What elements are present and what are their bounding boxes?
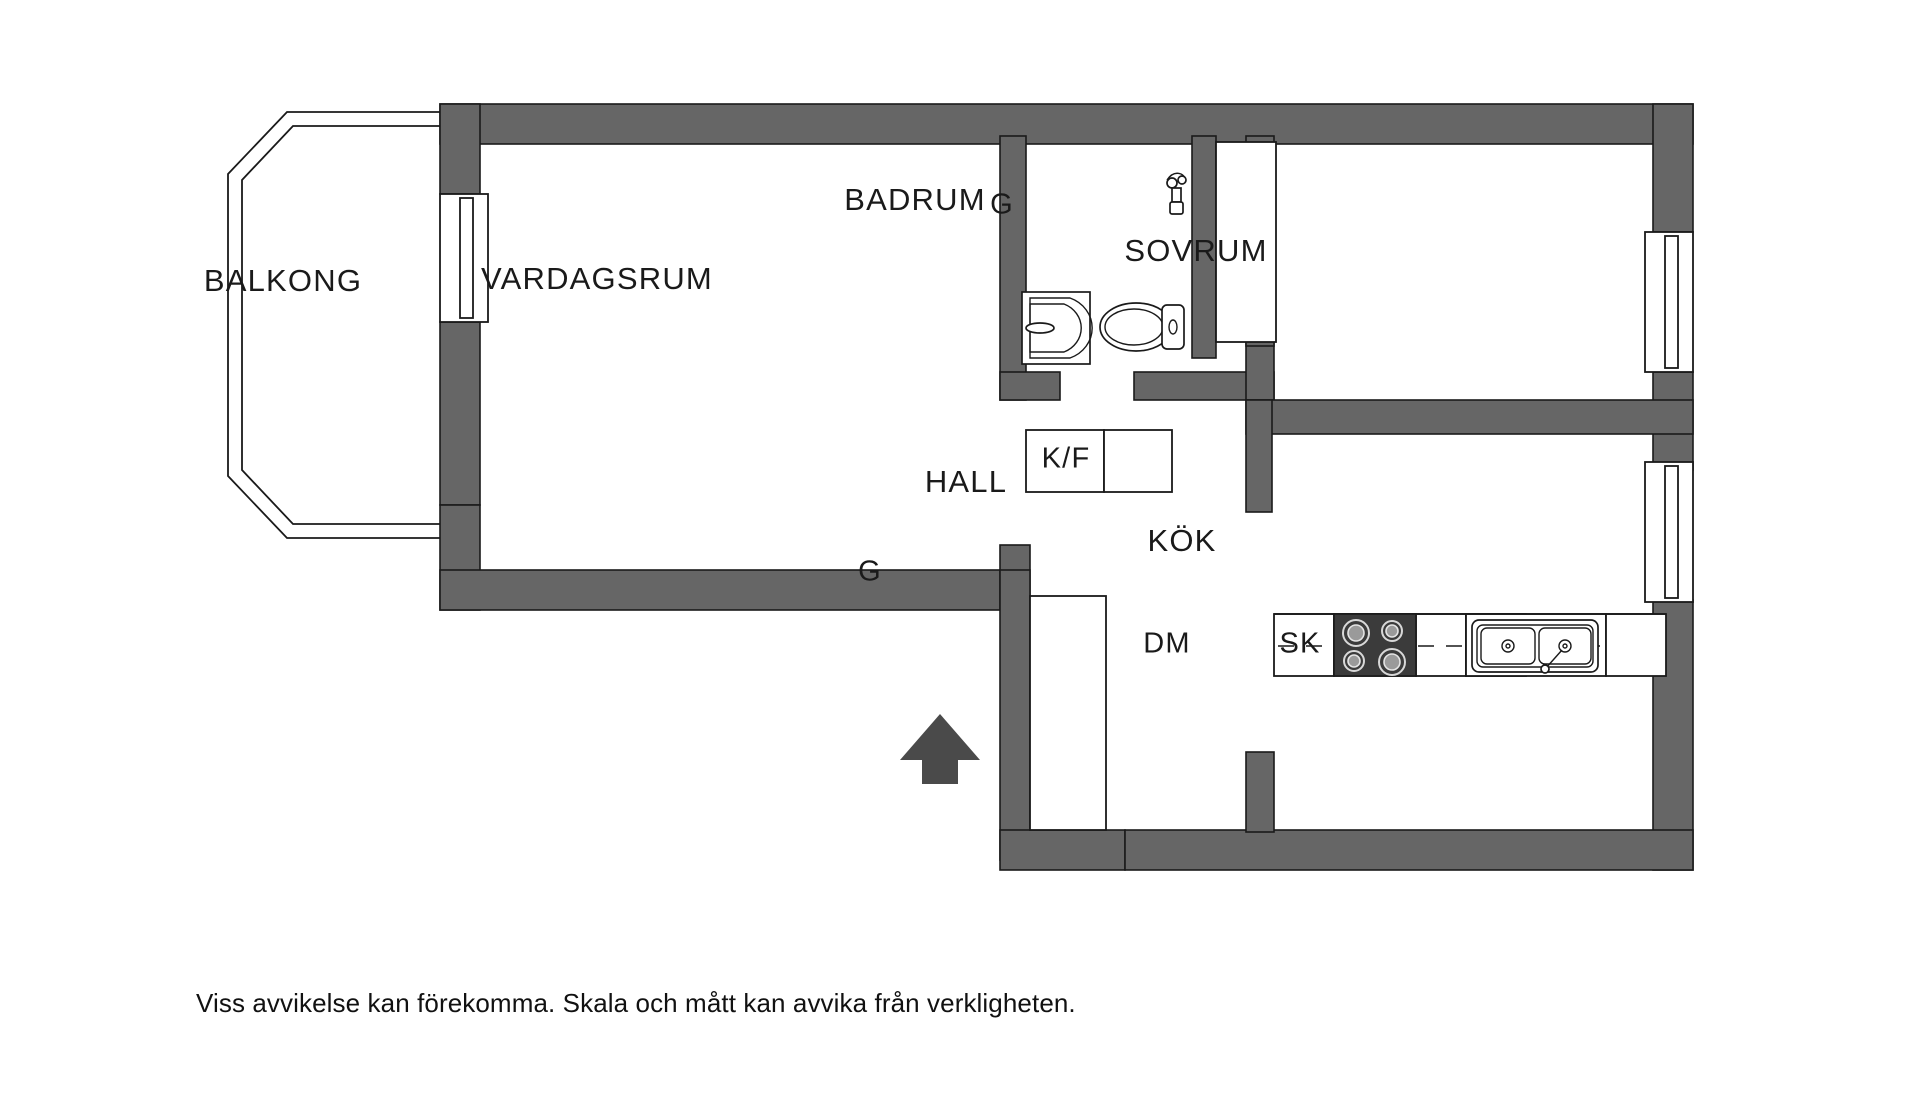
bathroom-fixtures — [1021, 172, 1187, 365]
entrance-arrow — [900, 714, 980, 784]
window-kok — [1644, 461, 1694, 603]
label-fridge-freezer: K/F — [1042, 443, 1091, 475]
toilet — [1099, 302, 1185, 352]
windows — [439, 193, 1694, 603]
closet-label-bathroom: G — [990, 189, 1014, 221]
closet-labels: G G K/F DM SK — [858, 189, 1320, 660]
room-label-badrum: BADRUM — [844, 182, 986, 217]
balcony-outline — [227, 111, 447, 539]
closet-bathroom-box — [1215, 141, 1277, 343]
room-label-vardagsrum: VARDAGSRUM — [481, 261, 713, 296]
label-dishwasher: DM — [1143, 628, 1191, 660]
kitchen-sink — [1471, 619, 1599, 674]
window-balcony-door — [439, 193, 489, 323]
room-label-sovrum: SOVRUM — [1124, 233, 1267, 268]
window-sovrum — [1644, 231, 1694, 373]
label-tall-cabinet: SK — [1279, 628, 1320, 660]
room-label-kok: KÖK — [1147, 523, 1216, 558]
room-labels: BALKONG VARDAGSRUM BADRUM SOVRUM HALL KÖ… — [204, 182, 1267, 558]
room-label-balkong: BALKONG — [204, 263, 362, 298]
kitchen-counter — [1273, 613, 1667, 677]
room-label-hall: HALL — [925, 464, 1007, 499]
disclaimer-caption: Viss avvikelse kan förekomma. Skala och … — [196, 988, 1076, 1018]
closet-hall-box — [1029, 595, 1107, 831]
fridge-freezer-units — [1025, 429, 1173, 493]
bathroom-sink — [1021, 291, 1093, 365]
walls — [439, 103, 1694, 871]
closet-label-hall: G — [858, 556, 882, 588]
stove — [1333, 613, 1417, 677]
shower-mixer-icon — [1166, 172, 1187, 215]
